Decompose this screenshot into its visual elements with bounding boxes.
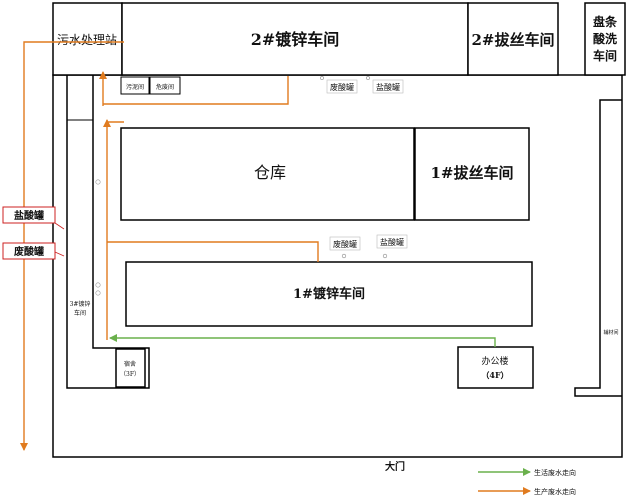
small-room-2 (149, 76, 181, 95)
waste-acid-tank-top-box (326, 79, 358, 94)
galvanizing-workshop-1 (125, 261, 533, 327)
warehouse-building (120, 127, 415, 221)
drawing-workshop-1-label: 1#拔丝车间 (430, 164, 513, 182)
pickling-workshop-label-2: 酸洗 (593, 31, 617, 46)
sewage-station-label: 污水处理站 (57, 33, 117, 47)
gate-label: 大门 (385, 460, 405, 473)
production-flow-top (103, 76, 289, 105)
auxiliary-room (574, 99, 622, 397)
drawing-workshop-2 (467, 2, 559, 76)
waste-acid-tank-left-label: 废酸罐 (14, 245, 44, 258)
production-wastewater-flows (20, 41, 319, 451)
galvanizing-workshop-1-label: 1#镀锌车间 (293, 286, 365, 302)
auxiliary-room-label: 辅材间 (603, 329, 618, 336)
waste-acid-tank-top-label: 废酸罐 (330, 82, 354, 92)
marker-circle (95, 290, 101, 296)
waste-acid-tank-mid-label: 废酸罐 (333, 239, 357, 249)
hcl-tank-top-box (372, 79, 404, 94)
domestic-flow-line (109, 334, 496, 347)
galvanizing-workshop-2-label: 2#镀锌车间 (251, 30, 340, 49)
legend-production-label: 生产废水走向 (534, 487, 576, 496)
production-flow-main (20, 41, 124, 451)
production-flow-mid (107, 241, 319, 262)
marker-circle (95, 179, 101, 185)
hcl-tank-left-box (2, 206, 56, 224)
sludge-room (120, 76, 150, 95)
dormitory-floors: （3F） (120, 371, 140, 378)
pickling-workshop-label-1: 盘条 (593, 14, 618, 29)
waste-acid-tank-left-box (2, 242, 56, 260)
sewage-station-building (52, 2, 123, 76)
warehouse-label: 仓库 (254, 163, 286, 182)
small-room-2-label: 危废间 (156, 83, 174, 91)
domestic-wastewater-flows (109, 334, 496, 347)
tank-marker (382, 253, 388, 259)
hcl-tank-top-label: 盐酸罐 (376, 82, 400, 92)
dormitory-building (115, 348, 146, 388)
galvanizing-workshop-2 (121, 2, 469, 76)
office-label: 办公楼 (481, 355, 508, 367)
pickling-workshop-label-3: 车间 (593, 48, 617, 63)
drawing-workshop-1 (414, 127, 530, 221)
tank-marker (341, 253, 347, 259)
office-building (457, 346, 534, 389)
office-floors: （4F） (481, 370, 508, 380)
waste-acid-tank-left-connector (54, 251, 65, 257)
tank-marker (320, 76, 324, 80)
hcl-tank-left-connector (54, 222, 65, 230)
waste-acid-tank-mid-box (329, 236, 361, 251)
marker-circle (95, 282, 101, 288)
pickling-workshop (584, 2, 626, 76)
galvanizing-workshop-3 (66, 75, 150, 389)
hcl-tank-mid-label: 盐酸罐 (380, 237, 404, 247)
hcl-tank-mid-box (376, 234, 408, 249)
tank-marker (366, 76, 370, 80)
galvanizing-workshop-3-label-2: 车间 (74, 309, 86, 317)
galvanizing-workshop-3-label-1: 3#镀锌 (70, 300, 91, 308)
drawing-workshop-2-label: 2#拔丝车间 (471, 31, 554, 49)
hcl-tank-left-label: 盐酸罐 (14, 209, 44, 222)
legend-domestic-label: 生活废水走向 (534, 468, 576, 477)
sludge-room-label: 污泥间 (126, 83, 144, 91)
dormitory-label: 宿舍 (124, 360, 136, 368)
